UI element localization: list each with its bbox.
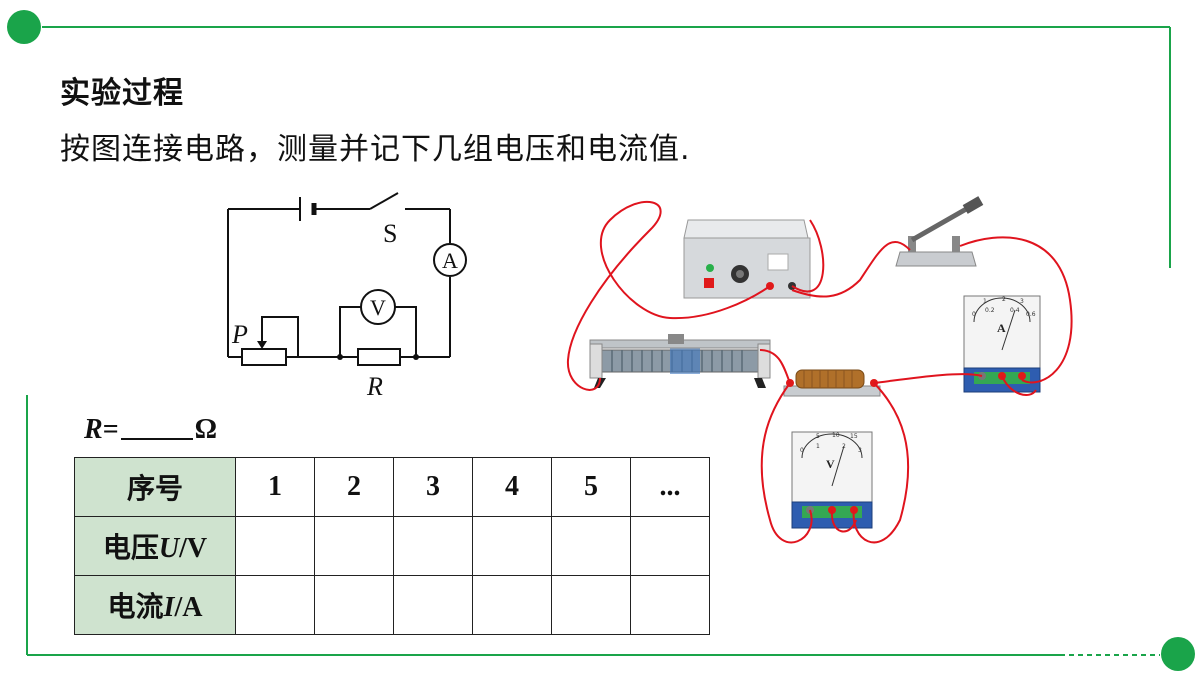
current-cell[interactable] xyxy=(551,575,631,635)
voltmeter-scale-0: 0 xyxy=(800,447,804,454)
column-number: 1 xyxy=(235,457,315,517)
column-number: 3 xyxy=(393,457,473,517)
resistance-fill-in-blank[interactable] xyxy=(120,414,193,440)
current-unit: /A xyxy=(174,592,203,623)
voltage-unit: /V xyxy=(179,533,208,564)
header-index-label: 序号 xyxy=(74,457,236,517)
resistor-coil xyxy=(783,369,881,397)
resistance-equals: = xyxy=(102,414,119,445)
voltmeter-scale-top-1: 10 xyxy=(832,432,840,439)
current-cell[interactable] xyxy=(235,575,315,635)
ammeter-scale-top-0: 1 xyxy=(983,298,987,305)
ammeter-scale-0: 0 xyxy=(972,311,976,318)
apparatus-illustration: A 0 0.2 0.4 0.6 1 2 3 V 0 1 2 3 5 10 15 xyxy=(566,196,1073,544)
measurement-table: 序号 1 2 3 4 5 ... 电压U/V 电流I/A xyxy=(74,457,710,635)
ammeter-scale-1: 0.2 xyxy=(985,307,995,314)
table-row-voltage: 电压U/V xyxy=(74,516,710,576)
section-title: 实验过程 xyxy=(60,76,184,111)
resistance-unit: Ω xyxy=(194,414,218,445)
voltage-cell[interactable] xyxy=(314,516,394,576)
switch-label: S xyxy=(383,219,397,248)
current-prefix: 电流 xyxy=(107,590,164,623)
current-cell[interactable] xyxy=(314,575,394,635)
current-cell[interactable] xyxy=(630,575,710,635)
header-current-label: 电流I/A xyxy=(74,575,236,635)
voltmeter-scale-top-2: 15 xyxy=(850,433,858,440)
ammeter-scale-2: 0.4 xyxy=(1010,307,1020,314)
table-row-current: 电流I/A xyxy=(74,575,710,635)
resistance-blank: R= Ω xyxy=(84,414,217,446)
header-voltage-label: 电压U/V xyxy=(74,516,236,576)
current-cell[interactable] xyxy=(393,575,473,635)
circuit-diagram: S A V P R xyxy=(227,192,467,401)
voltage-cell[interactable] xyxy=(630,516,710,576)
resistance-symbol: R xyxy=(84,414,103,445)
column-number: ... xyxy=(630,457,710,517)
current-cell[interactable] xyxy=(472,575,552,635)
voltmeter-device: V 0 1 2 3 5 10 15 xyxy=(791,431,873,529)
voltage-symbol: U xyxy=(158,533,180,564)
connecting-wires xyxy=(566,200,1073,544)
voltmeter-face-label: V xyxy=(826,457,835,471)
resistor-label: R xyxy=(366,372,383,401)
voltage-cell[interactable] xyxy=(393,516,473,576)
table-row-index: 序号 1 2 3 4 5 ... xyxy=(74,457,710,517)
knife-switch xyxy=(895,196,984,267)
ammeter-face-label: A xyxy=(997,321,1006,335)
current-symbol: I xyxy=(163,592,175,623)
column-number: 4 xyxy=(472,457,552,517)
voltmeter-label: V xyxy=(370,295,386,320)
voltmeter-scale-3: 3 xyxy=(858,447,862,454)
slider-label: P xyxy=(231,320,248,349)
ammeter-device: A 0 0.2 0.4 0.6 1 2 3 xyxy=(963,295,1041,393)
corner-dot-top-left xyxy=(7,10,41,44)
voltage-cell[interactable] xyxy=(472,516,552,576)
ammeter-scale-top-1: 2 xyxy=(1002,296,1006,303)
corner-dot-bottom-right xyxy=(1161,637,1195,671)
voltmeter-scale-1: 1 xyxy=(816,443,820,450)
voltmeter-scale-2: 2 xyxy=(842,443,846,450)
column-number: 5 xyxy=(551,457,631,517)
ammeter-label: A xyxy=(442,248,458,273)
voltage-cell[interactable] xyxy=(235,516,315,576)
voltage-cell[interactable] xyxy=(551,516,631,576)
voltmeter-scale-top-0: 5 xyxy=(816,433,820,440)
ammeter-scale-top-2: 3 xyxy=(1020,298,1024,305)
column-number: 2 xyxy=(314,457,394,517)
slide-rheostat xyxy=(589,334,771,388)
power-supply xyxy=(683,219,811,299)
ammeter-scale-3: 0.6 xyxy=(1026,311,1036,318)
instruction-text: 按图连接电路，测量并记下几组电压和电流值. xyxy=(60,132,691,167)
voltage-prefix: 电压 xyxy=(102,531,159,564)
